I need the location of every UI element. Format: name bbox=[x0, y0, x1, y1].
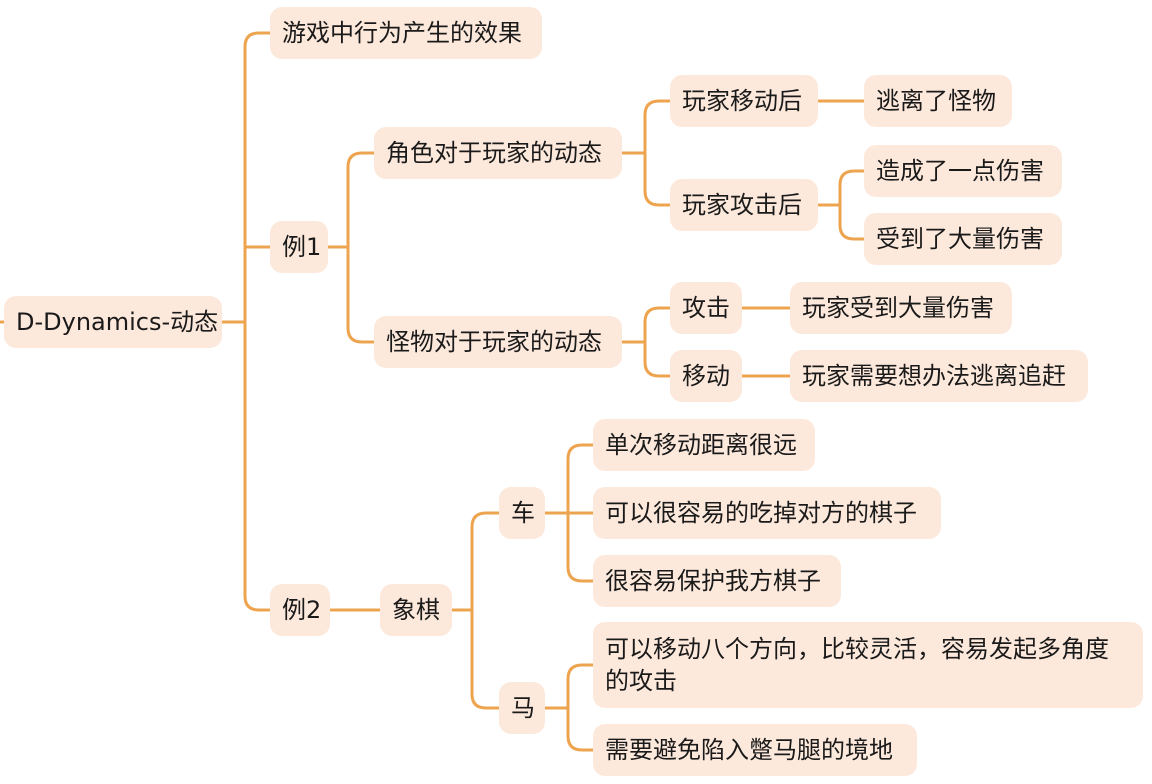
edge-attack-r2 bbox=[838, 203, 866, 241]
edge-attack-r1 bbox=[816, 169, 866, 207]
role-dynamics-node[interactable]: 角色对于玩家的动态 bbox=[374, 127, 622, 179]
chariot-item-3[interactable]: 很容易保护我方棋子 bbox=[593, 555, 841, 607]
horse-node[interactable]: 马 bbox=[499, 682, 545, 734]
edge-chess-horse bbox=[470, 608, 501, 710]
edge-ex1-monster bbox=[346, 245, 376, 344]
heavy-damage-node[interactable]: 受到了大量伤害 bbox=[864, 213, 1062, 265]
player-heavy-damage-node[interactable]: 玩家受到大量伤害 bbox=[790, 282, 1012, 334]
monster-move-node[interactable]: 移动 bbox=[670, 350, 742, 402]
edge-horse-2 bbox=[566, 706, 595, 752]
edge-horse-1 bbox=[543, 663, 595, 710]
monster-attack-node[interactable]: 攻击 bbox=[670, 282, 742, 334]
monster-dynamics-node[interactable]: 怪物对于玩家的动态 bbox=[374, 316, 622, 368]
edge-monster-move bbox=[643, 340, 672, 378]
edge-root-effect bbox=[220, 31, 272, 324]
player-escape-chase-node[interactable]: 玩家需要想办法逃离追赶 bbox=[790, 350, 1088, 402]
chariot-item-1[interactable]: 单次移动距离很远 bbox=[593, 419, 815, 471]
edge-chariot-3 bbox=[566, 511, 595, 583]
horse-item-1[interactable]: 可以移动八个方向，比较灵活，容易发起多角度的攻击 bbox=[593, 622, 1143, 708]
escape-monster-node[interactable]: 逃离了怪物 bbox=[864, 75, 1012, 127]
edge-chariot-1 bbox=[543, 443, 595, 515]
horse-item-2[interactable]: 需要避免陷入蹩马腿的境地 bbox=[593, 724, 917, 776]
horse-item-1-text: 可以移动八个方向，比较灵活，容易发起多角度的攻击 bbox=[605, 635, 1109, 695]
edge-ex1-role bbox=[326, 151, 376, 249]
after-move-node[interactable]: 玩家移动后 bbox=[670, 75, 818, 127]
example2-node[interactable]: 例2 bbox=[270, 584, 330, 636]
root-node[interactable]: D-Dynamics-动态 bbox=[4, 296, 222, 348]
after-attack-node[interactable]: 玩家攻击后 bbox=[670, 179, 818, 231]
chess-node[interactable]: 象棋 bbox=[380, 584, 452, 636]
edge-monster-attack bbox=[620, 306, 672, 344]
chariot-node[interactable]: 车 bbox=[499, 487, 545, 539]
edge-root-example2 bbox=[243, 320, 272, 612]
edge-role-move bbox=[620, 99, 672, 155]
effect-node[interactable]: 游戏中行为产生的效果 bbox=[270, 7, 542, 59]
little-damage-node[interactable]: 造成了一点伤害 bbox=[864, 145, 1062, 197]
example1-node[interactable]: 例1 bbox=[270, 221, 328, 273]
chariot-item-2[interactable]: 可以很容易的吃掉对方的棋子 bbox=[593, 487, 941, 539]
edge-chess-chariot bbox=[450, 511, 501, 612]
edge-role-attack bbox=[643, 151, 672, 207]
